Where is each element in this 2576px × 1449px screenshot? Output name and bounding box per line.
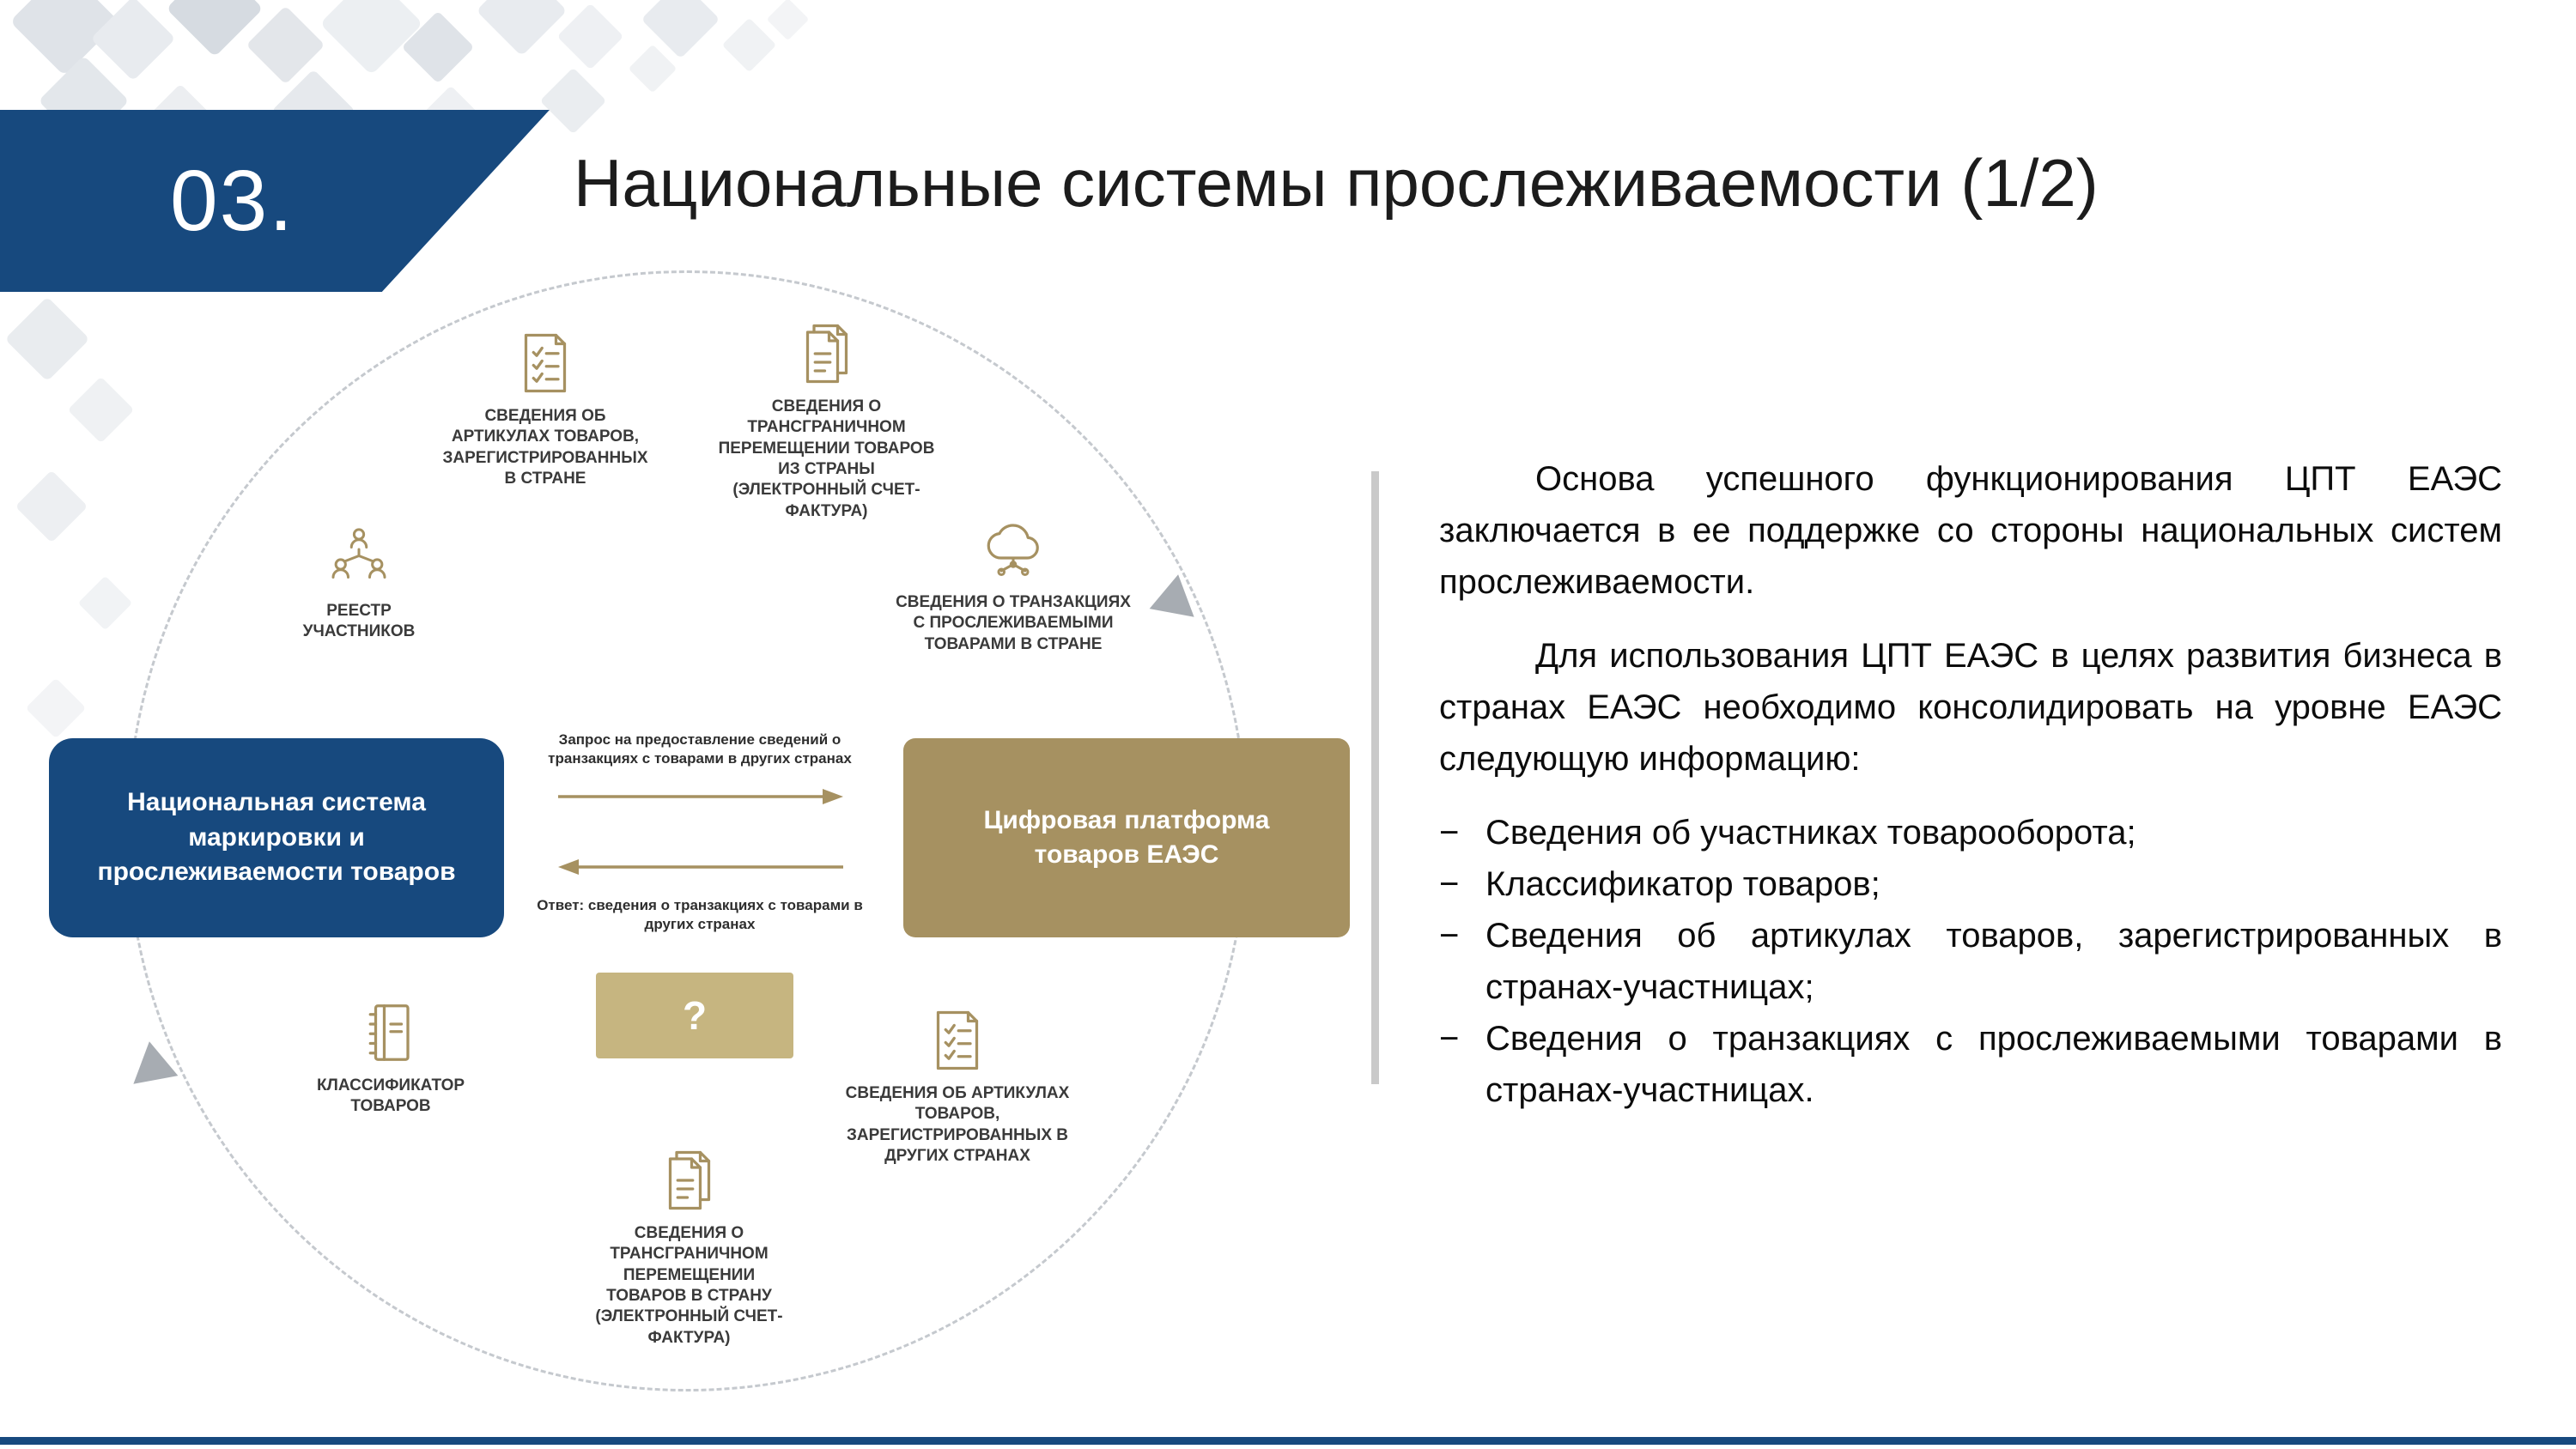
node-transactions-in-country: СВЕДЕНИЯ О ТРАНЗАКЦИЯХ С ПРОСЛЕЖИВАЕМЫМИ… — [889, 515, 1138, 655]
national-system-box: Национальная система маркировки и просле… — [49, 738, 504, 937]
checklist-document-icon — [923, 1006, 992, 1075]
documents-icon — [793, 319, 861, 388]
bullet-item: − Сведения об участниках товарооборота; — [1439, 807, 2502, 858]
platform-box: Цифровая платформа товаров ЕАЭС — [903, 738, 1350, 937]
documents-icon — [655, 1146, 724, 1215]
national-system-label: Национальная система маркировки и просле… — [97, 788, 456, 887]
bullet-marker: − — [1439, 917, 1460, 955]
bullet-text: Сведения о транзакциях с прослеживаемыми… — [1485, 1020, 2502, 1109]
node-label: КЛАССИФИКАТОР ТОВАРОВ — [316, 1076, 465, 1116]
paragraph-2: Для использования ЦПТ ЕАЭС в целях разви… — [1439, 637, 2502, 778]
bottom-accent-bar — [0, 1437, 2576, 1445]
book-icon — [356, 998, 425, 1067]
node-crossborder-out: СВЕДЕНИЯ О ТРАНСГРАНИЧНОМ ПЕРЕМЕЩЕНИИ ТО… — [713, 319, 940, 522]
response-arrow-label: Ответ: сведения о транзакциях с товарами… — [537, 897, 863, 933]
node-label: РЕЕСТР УЧАСТНИКОВ — [302, 602, 416, 641]
bullet-text: Сведения об артикулах товаров, зарегистр… — [1485, 917, 2502, 1006]
bullet-marker: − — [1439, 814, 1460, 852]
bullet-text: Классификатор товаров; — [1485, 865, 1880, 903]
bullet-marker: − — [1439, 1020, 1460, 1058]
slide-title: Национальные системы прослеживаемости (1… — [574, 145, 2099, 221]
question-mark: ? — [682, 993, 708, 1038]
node-label: СВЕДЕНИЯ О ТРАНСГРАНИЧНОМ ПЕРЕМЕЩЕНИИ ТО… — [595, 1224, 783, 1347]
node-articles-other-countries: СВЕДЕНИЯ ОБ АРТИКУЛАХ ТОВАРОВ, ЗАРЕГИСТР… — [841, 1006, 1073, 1167]
bullet-item: − Сведения о транзакциях с прослеживаемы… — [1439, 1013, 2502, 1116]
node-label: СВЕДЕНИЯ ОБ АРТИКУЛАХ ТОВАРОВ, ЗАРЕГИСТР… — [845, 1084, 1070, 1165]
node-label: СВЕДЕНИЯ ОБ АРТИКУЛАХ ТОВАРОВ, ЗАРЕГИСТР… — [442, 407, 648, 488]
bullet-marker: − — [1439, 865, 1460, 903]
node-label: СВЕДЕНИЯ О ТРАНСГРАНИЧНОМ ПЕРЕМЕЩЕНИИ ТО… — [718, 397, 935, 520]
bullet-text: Сведения об участниках товарооборота; — [1485, 814, 2136, 852]
bullet-list: − Сведения об участниках товарооборота; … — [1439, 807, 2502, 1116]
node-goods-classifier: КЛАССИФИКАТОР ТОВАРОВ — [301, 998, 481, 1118]
participants-network-icon — [325, 524, 393, 592]
node-participants-registry: РЕЕСТР УЧАСТНИКОВ — [282, 524, 436, 643]
platform-label: Цифровая платформа товаров ЕАЭС — [983, 805, 1270, 870]
checklist-document-icon — [511, 329, 580, 397]
node-articles-in-country: СВЕДЕНИЯ ОБ АРТИКУЛАХ ТОВАРОВ, ЗАРЕГИСТР… — [438, 329, 653, 489]
request-arrow-label: Запрос на предоставление сведений о тран… — [548, 731, 852, 767]
response-arrow-icon — [558, 859, 843, 875]
cloud-network-icon — [979, 515, 1048, 584]
question-box: ? — [596, 973, 793, 1058]
side-panel: Основа успешного функционирования ЦПТ ЕА… — [1439, 453, 2502, 1116]
bullet-item: − Сведения об артикулах товаров, зарегис… — [1439, 910, 2502, 1013]
section-number: 03. — [170, 152, 295, 249]
panel-rule — [1371, 471, 1379, 1084]
node-crossborder-in: СВЕДЕНИЯ О ТРАНСГРАНИЧНОМ ПЕРЕМЕЩЕНИИ ТО… — [588, 1146, 790, 1349]
node-label: СВЕДЕНИЯ О ТРАНЗАКЦИЯХ С ПРОСЛЕЖИВАЕМЫМИ… — [896, 593, 1131, 653]
circle-arrow-left-icon — [118, 1041, 179, 1101]
request-arrow-icon — [558, 789, 843, 804]
section-banner: 03. — [0, 110, 550, 292]
paragraph-1: Основа успешного функционирования ЦПТ ЕА… — [1439, 460, 2502, 601]
bullet-item: − Классификатор товаров; — [1439, 858, 2502, 910]
